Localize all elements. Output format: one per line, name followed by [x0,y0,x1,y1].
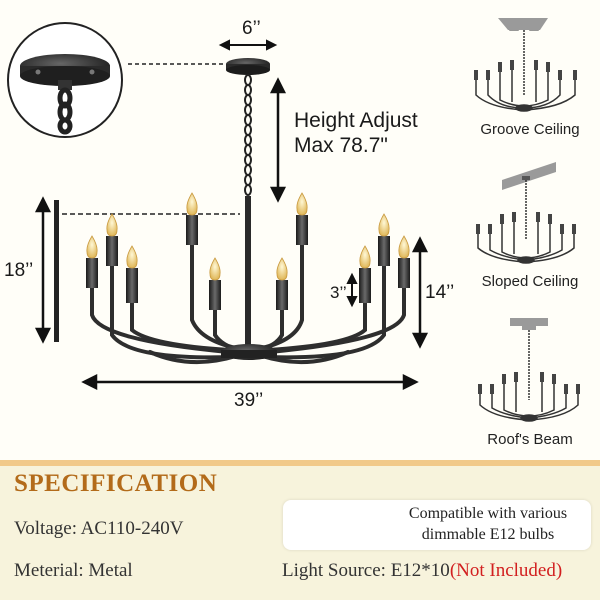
canopy-width-label: 6’’ [242,18,261,39]
roof-beam-label: Roof's Beam [487,431,573,448]
material-spec: Meterial: Metal [14,560,133,581]
light-source-spec: Light Source: E12*10(Not Included) [282,560,562,582]
install-beam-candles [478,372,580,394]
diameter-label: 39’’ [234,390,264,411]
body-height-label: 14’’ [425,282,455,303]
canopy-width-arrow [218,39,278,51]
groove-ceiling-label: Groove Ceiling [480,121,580,138]
specification-title: SPECIFICATION [14,470,218,497]
total-height-label: 18’’ [4,260,34,281]
bulb-compatibility-text: Compatible with various dimmable E12 bul… [388,503,588,545]
height-adjust-line1: Height Adjust [294,109,418,132]
canopy-zoom-circle [7,22,123,138]
install-groove [475,18,576,112]
chandelier-arms [90,238,406,365]
install-beam [479,318,579,422]
candle-sockets [86,215,410,310]
height-adjust-label: Height Adjust Max 78.7" [294,108,418,158]
bulb-compat-line2: dimmable E12 bulbs [421,526,555,543]
install-groove-candles [474,60,577,80]
bulb-compatibility-box [283,500,591,550]
light-source-value: Light Source: E12*10 [282,560,450,581]
install-sloped [477,162,575,264]
center-rod [245,196,251,346]
height-reference-bar [54,200,59,342]
chain [244,74,252,196]
install-sloped-candles [476,212,576,234]
candle-bulbs [86,192,410,281]
sloped-ceiling-label: Sloped Ceiling [481,273,579,290]
diameter-arrow [81,373,419,391]
height-adjust-arrow [269,77,287,203]
candle-height-label: 3’’ [330,283,347,302]
not-included-note: (Not Included) [449,560,563,581]
bulb-compat-line1: Compatible with various [408,505,568,522]
body-height-arrow [411,236,429,349]
canopy [226,58,270,75]
height-adjust-line2: Max 78.7" [294,134,388,157]
total-height-arrow [34,196,52,344]
candle-height-arrow [346,272,358,308]
voltage-spec: Voltage: AC110-240V [14,518,184,539]
panel-divider [0,460,600,466]
